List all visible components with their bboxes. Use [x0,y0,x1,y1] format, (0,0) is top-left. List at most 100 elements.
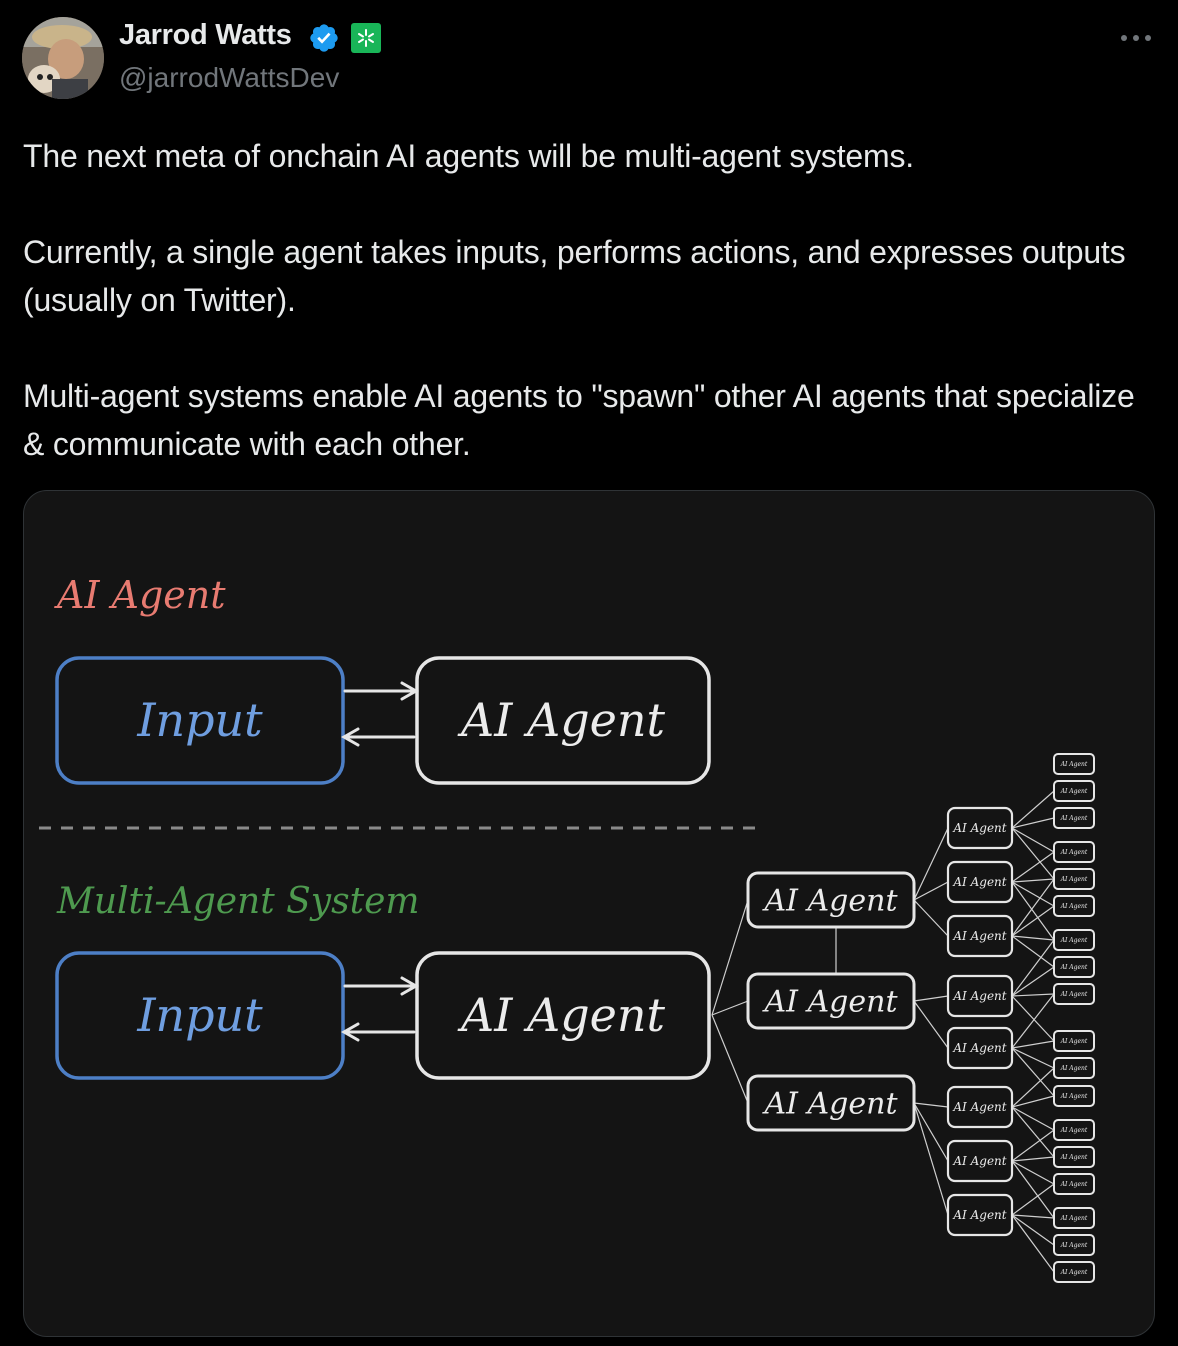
agent-node-label: AI Agent [1060,849,1088,856]
tweet-paragraph: The next meta of onchain AI agents will … [23,138,914,174]
agent-node-label: AI Agent [761,884,898,919]
agent-node-label: AI Agent [1060,1269,1088,1276]
agent-node-level3: AI Agent [1053,753,1095,775]
section1-title: AI Agent [54,573,226,617]
tree-connector [1011,878,1055,937]
agent-label: AI Agent [457,988,666,1042]
agent-node-label: AI Agent [952,1154,1006,1168]
tree-connector [1011,995,1055,1042]
agent-node-level2: AI Agent [946,1026,1014,1070]
agent-node-label: AI Agent [1060,1065,1088,1072]
tree-connector [1011,1160,1055,1219]
agent-node-label: AI Agent [1060,1242,1088,1249]
agent-node-level3: AI Agent [1053,1030,1095,1052]
tree-connector [1011,993,1055,1049]
agent-node-label: AI Agent [952,929,1006,943]
author-handle[interactable]: @jarrodWattsDev [119,62,340,93]
agent-node-label: AI Agent [952,1100,1006,1114]
author-name[interactable]: Jarrod Watts [119,19,292,51]
agent-node-label: AI Agent [1060,1154,1088,1161]
tree-connector [1011,935,1055,968]
agent-node-level1: AI Agent [746,871,916,929]
agent-node-label: AI Agent [1060,991,1088,998]
tree-connector [1011,939,1055,997]
bidirectional-arrows [340,681,420,747]
tree-connector [1011,1214,1055,1246]
tree-connector [1011,1095,1055,1108]
tree-connector [913,1102,949,1162]
agent-node-label: AI Agent [1060,876,1088,883]
agent-node-level3: AI Agent [1053,929,1095,951]
agent-node-label: AI Agent [1060,903,1088,910]
agent-node-level3: AI Agent [1053,983,1095,1005]
tree-connector [913,1102,949,1108]
tree-connector [711,1000,749,1016]
input-box [55,951,345,1080]
tree-connector [1011,1106,1055,1131]
tweet-media-image[interactable]: AI Agent Input AI Agent Multi-Agent Syst… [23,490,1155,1337]
agent-node-label: AI Agent [761,1087,898,1122]
agent-box [415,951,711,1080]
agent-node-label: AI Agent [1060,1215,1088,1222]
agent-node-level2: AI Agent [946,1085,1014,1129]
agent-node-level2: AI Agent [946,1139,1014,1183]
agent-node-level3: AI Agent [1053,895,1095,917]
agent-node-level3: AI Agent [1053,780,1095,802]
tree-connector [1011,1183,1055,1216]
tree-connector [1011,1047,1055,1069]
bidirectional-arrows [340,976,420,1042]
agent-node-level2: AI Agent [946,974,1014,1018]
tree-connector [1011,905,1055,937]
agent-node-label: AI Agent [1060,937,1088,944]
agent-tree-nodes: AI Agent AI Agent AI Agent AI Agent AI Agent… [746,753,1095,1283]
tree-connector [913,995,949,1002]
tree-connector [1011,1040,1055,1049]
input-label: Input [136,988,263,1042]
tree-connector [1011,827,1055,880]
agent-node-level3: AI Agent [1053,1146,1095,1168]
tree-connector [1011,881,1055,941]
tree-connector [1011,1160,1055,1185]
agent-label: AI Agent [457,693,666,747]
agent-node-label: AI Agent [1060,788,1088,795]
tree-connector [1011,1067,1055,1108]
tree-connector [1011,935,1055,941]
agent-tree-connections [711,790,1055,1273]
agent-node-level1: AI Agent [746,1074,916,1132]
agent-node-label: AI Agent [1060,761,1088,768]
input-label: Input [136,693,263,747]
agent-node-label: AI Agent [952,1208,1006,1222]
affiliation-badge-icon[interactable] [351,23,381,53]
agent-node-level3: AI Agent [1053,956,1095,978]
agent-node-label: AI Agent [952,989,1006,1003]
agent-node-label: AI Agent [952,1041,1006,1055]
input-box [55,656,345,785]
tree-connector [1011,1156,1055,1162]
tree-connector [1011,790,1055,829]
agent-node-level2: AI Agent [946,860,1014,904]
tree-connector [913,1102,949,1216]
avatar-image [22,17,104,99]
agent-node-level3: AI Agent [1053,1173,1095,1195]
agent-node-label: AI Agent [1060,1181,1088,1188]
tweet-paragraph: Currently, a single agent takes inputs, … [23,234,1126,318]
multi-agent-diagram: AI Agent Input AI Agent Multi-Agent Syst… [39,573,1095,1283]
agent-node-label: AI Agent [1060,1127,1088,1134]
agent-box [415,656,711,785]
agent-node-level3: AI Agent [1053,1085,1095,1107]
tree-connector [1011,827,1055,853]
agent-node-label: AI Agent [1060,1093,1088,1100]
tree-connector [1011,1214,1055,1273]
agent-node-level3: AI Agent [1053,841,1095,863]
avatar[interactable] [22,17,104,99]
tree-connector [1011,817,1055,829]
more-icon[interactable] [1118,22,1154,54]
agent-node-level3: AI Agent [1053,807,1095,829]
tree-connector [1011,993,1055,997]
tree-connector [1011,1129,1055,1162]
verified-badge-icon [310,24,338,52]
tree-connector [1011,1047,1055,1097]
tree-connector [913,881,949,901]
agent-node-label: AI Agent [1060,1038,1088,1045]
agent-node-level3: AI Agent [1053,1234,1095,1256]
